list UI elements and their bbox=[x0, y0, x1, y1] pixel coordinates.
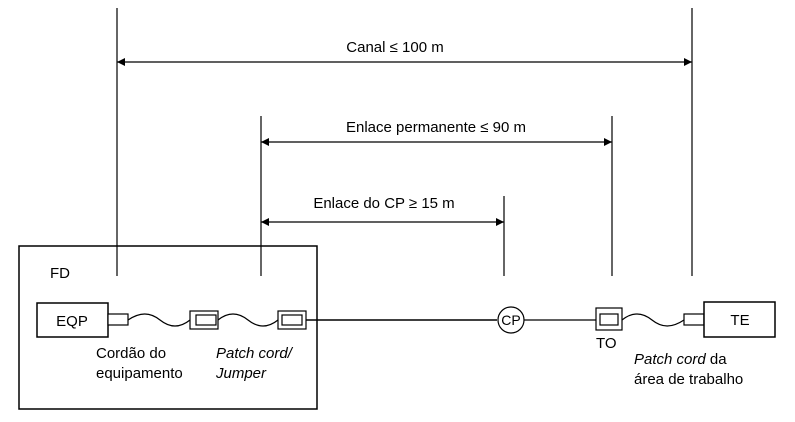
eqp-plug bbox=[107, 313, 129, 326]
patch-cord-caption-2: Jumper bbox=[215, 365, 267, 382]
equipment-cord-caption-2: equipamento bbox=[96, 365, 183, 382]
fd-box bbox=[18, 245, 318, 410]
equipment-cord-caption-1: Cordão do bbox=[96, 345, 166, 362]
canal-label: Canal ≤ 100 m bbox=[346, 39, 443, 56]
patch-panel-connector-2 bbox=[277, 310, 307, 330]
patch-cord-wave bbox=[217, 313, 279, 327]
cp-link-label: Enlace do CP ≥ 15 m bbox=[313, 195, 454, 212]
to-connector bbox=[595, 307, 623, 331]
work-area-cord-caption-italic: Patch cord bbox=[634, 351, 706, 368]
eqp-label: EQP bbox=[56, 313, 88, 330]
patch-cord-caption-1: Patch cord/ bbox=[216, 345, 294, 362]
te-box bbox=[703, 301, 776, 338]
cp-label: CP bbox=[501, 312, 520, 328]
te-plug bbox=[683, 313, 705, 326]
work-area-cord-caption-2: área de trabalho bbox=[634, 371, 743, 388]
fd-label: FD bbox=[50, 265, 70, 282]
permanent-link-label: Enlace permanente ≤ 90 m bbox=[346, 119, 526, 136]
patch-panel-connector-1 bbox=[189, 310, 219, 330]
equipment-cord-wave bbox=[127, 313, 191, 327]
work-area-cord-caption-1: Patch cord da bbox=[634, 351, 727, 368]
te-label: TE bbox=[730, 312, 749, 329]
to-label: TO bbox=[596, 335, 617, 352]
work-area-cord-wave bbox=[621, 313, 685, 327]
work-area-cord-caption-rest: da bbox=[706, 351, 728, 368]
